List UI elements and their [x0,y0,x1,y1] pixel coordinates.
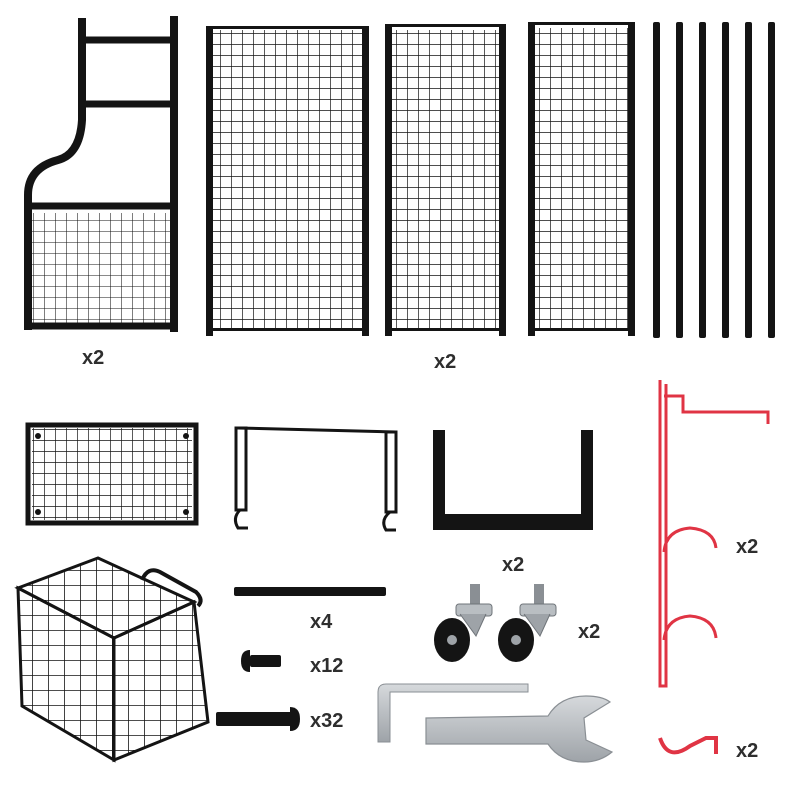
long-bolt [216,707,300,731]
wrench [425,695,614,763]
mesh-panel [528,22,635,336]
quantity-small-hook: x2 [736,740,759,762]
quantity-u-bracket: x2 [502,554,525,576]
quantity-casters: x2 [578,621,601,643]
hook-rack [658,380,770,688]
rod [234,587,386,596]
quantity-hook-rack: x2 [736,536,759,558]
caster-wheel [434,584,493,662]
u-bracket [433,430,593,530]
wire-basket [14,556,210,763]
shelf-mesh [25,422,199,526]
caster-wheel [498,584,557,662]
mesh-panel [385,24,506,336]
wire-bracket [233,426,398,532]
quantity-rod: x4 [310,611,333,633]
quantity-mesh-panels: x2 [434,351,457,373]
allen-key [377,683,529,743]
quantity-side-frame: x2 [82,347,105,369]
quantity-long-bolt: x32 [310,710,344,732]
side-frame [24,16,178,332]
small-hook [658,736,718,755]
poles [653,22,775,338]
quantity-small-bolt: x12 [310,655,344,677]
mesh-panel [206,26,369,336]
small-bolt [241,650,281,672]
